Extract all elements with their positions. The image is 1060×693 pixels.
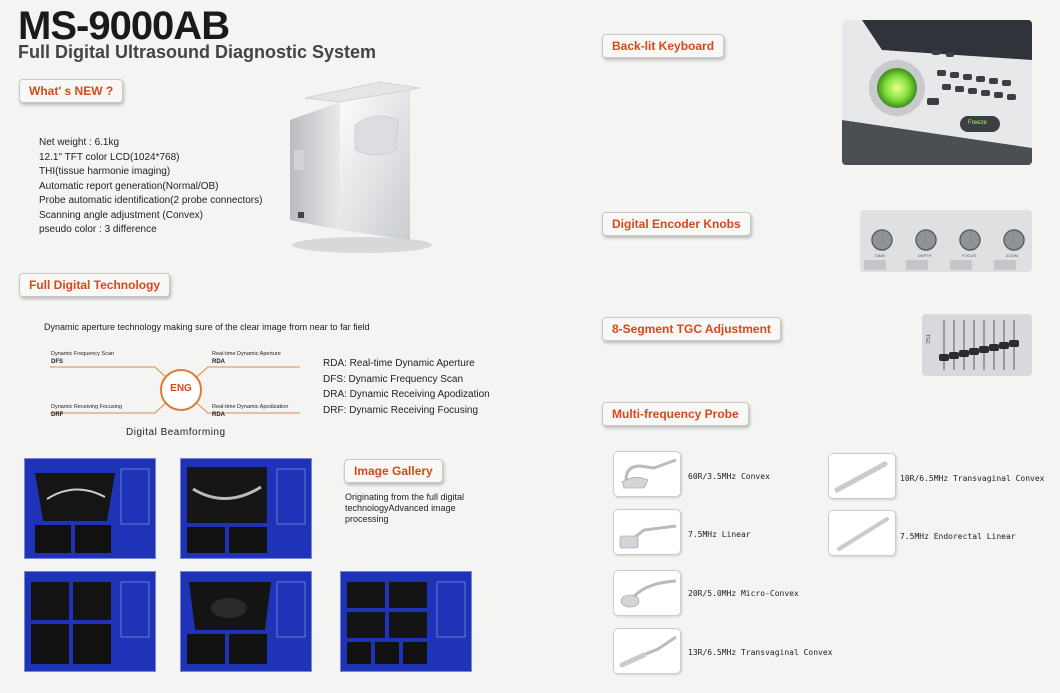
backlit-keyboard-badge: Back-lit Keyboard (602, 34, 725, 58)
diagram-node-abbr: RDA (212, 359, 225, 365)
probe-label: 7.5MHz Endorectal Linear (900, 532, 1016, 541)
legend-item: DFS: Dynamic Frequency Scan (323, 373, 464, 385)
probe-label: 7.5MHz Linear (688, 530, 751, 539)
ultrasound-image (180, 458, 312, 559)
probe-photo (828, 510, 896, 556)
gallery-description: Originating from the full digital techno… (345, 492, 465, 524)
tgc-badge: 8-Segment TGC Adjustment (602, 317, 781, 341)
probe-label: 13R/6.5MHz Transvaginal Convex (688, 648, 833, 657)
spec-item: Scanning angle adjustment (Convex) (39, 209, 203, 221)
diagram-node-abbr: RDA (212, 412, 225, 418)
diagram-caption: Digital Beamforming (126, 427, 226, 438)
ultrasound-image (180, 571, 312, 672)
full-digital-badge: Full Digital Technology (19, 273, 171, 297)
knob-label: FOCUS (962, 253, 976, 258)
diagram-node-label: Dynamic Frequency Scan (51, 351, 114, 357)
technology-intro: Dynamic aperture technology making sure … (44, 322, 370, 332)
spec-item: 12.1" TFT color LCD(1024*768) (39, 151, 180, 163)
knob-label: DEPTH (918, 253, 932, 258)
tgc-slider-photo: TGC (922, 314, 1032, 376)
spec-item: Net weight : 6.1kg (39, 137, 120, 148)
probe-photo (613, 628, 681, 674)
freeze-key-label: Freeze (968, 120, 987, 126)
spec-list: Net weight : 6.1kg 12.1" TFT color LCD(1… (39, 136, 262, 238)
product-subtitle: Full Digital Ultrasound Diagnostic Syste… (18, 42, 377, 62)
spec-item: THI(tissue harmonie imaging) (39, 166, 171, 177)
whats-new-badge: What' s NEW ? (19, 79, 124, 103)
probe-label: 20R/5.0MHz Micro-Convex (688, 589, 799, 598)
tgc-label: TGC (924, 334, 930, 345)
legend-item: DRA: Dynamic Receiving Apodization (323, 389, 490, 400)
probe-label: 10R/6.5MHz Transvaginal Convex (900, 474, 1045, 483)
diagram-node-label: Dynamic Receiving Focusing (51, 404, 122, 410)
encoder-knobs-photo: GAIN DEPTH FOCUS ZOOM (860, 210, 1032, 272)
probe-photo (828, 453, 896, 499)
multi-frequency-probe-badge: Multi-frequency Probe (602, 402, 749, 426)
knob-label: GAIN (875, 253, 885, 258)
ultrasound-image (24, 571, 156, 672)
encoder-knobs-badge: Digital Encoder Knobs (602, 212, 751, 236)
spec-item: Probe automatic identification(2 probe c… (39, 195, 263, 206)
legend-item: DRF: Dynamic Receiving Focusing (323, 404, 479, 416)
ultrasound-image (340, 571, 472, 672)
diagram-node-abbr: DFS (51, 359, 63, 365)
diagram-node-abbr: DRF (51, 412, 64, 418)
probe-label: 60R/3.5MHz Convex (688, 472, 770, 481)
knob-label: ZOOM (1006, 253, 1018, 258)
device-photo (290, 81, 432, 253)
beamforming-diagram: ENG Dynamic Frequency Scan DFS Real-time… (40, 345, 310, 440)
probe-photo (613, 451, 681, 497)
legend-item: RDA: Real-time Dynamic Aperture (323, 358, 475, 369)
diagram-node-label: Real-time Dynamic Aperture (212, 351, 281, 357)
diagram-center: ENG (170, 383, 192, 394)
image-gallery-badge: Image Gallery (344, 459, 443, 483)
diagram-node-label: Real-time Dynamic Apodization (212, 404, 289, 410)
spec-item: Automatic report generation(Normal/OB) (39, 180, 219, 192)
abbreviation-legend: RDA: Real-time Dynamic Aperture DFS: Dyn… (323, 356, 490, 418)
probe-photo (613, 570, 681, 616)
ultrasound-image (24, 458, 156, 559)
keyboard-photo: Freeze (842, 20, 1032, 165)
spec-item: pseudo color : 3 difference (39, 224, 157, 235)
probe-photo (613, 509, 681, 555)
product-title: MS-9000AB (18, 4, 230, 48)
